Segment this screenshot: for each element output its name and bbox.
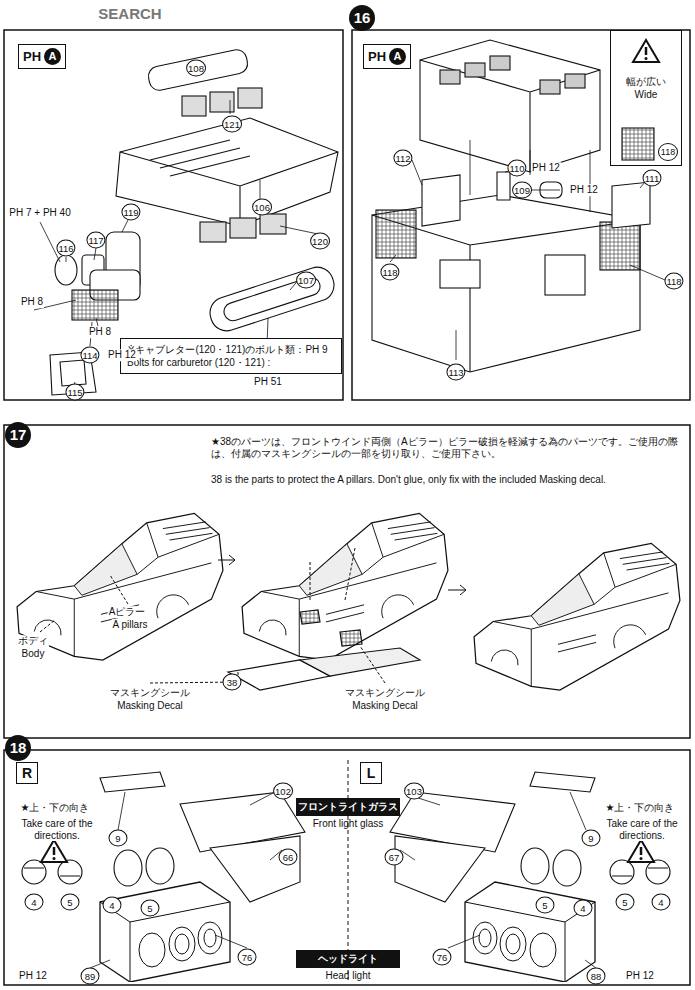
node-text: Head light (296, 968, 400, 981)
node-text: PH (368, 49, 386, 64)
part-label: ★上・下の向き (20, 802, 91, 814)
part-band: フロントライトガラスFront light glass (296, 798, 400, 829)
callout-number: 76 (238, 949, 257, 966)
callout-number: 5 (141, 900, 160, 917)
node-text: A (44, 48, 61, 65)
part-label: マスキングシール (344, 687, 426, 699)
warning-box: 幅が広いWide 118 (610, 30, 682, 166)
part-band: ヘッドライトHead light (296, 950, 400, 981)
callout-number: 112 (393, 150, 412, 167)
callout-number: 89 (81, 968, 100, 985)
node-text: R (17, 765, 37, 781)
callout-number: 117 (86, 232, 105, 249)
callout-number: 120 (310, 233, 330, 250)
part-label: ★38のパーツは、フロントウインド両側（Aピラー）ピラー破損を軽減する為のパーツ… (210, 436, 687, 459)
callout-number: 4 (652, 894, 671, 911)
part-label: Masking Decal (351, 700, 419, 712)
callout-number: 103 (404, 783, 424, 800)
node-text: ※キャブレター(120・121)のボルト類：PH 9 (127, 343, 335, 356)
node-text: L (361, 765, 381, 781)
callout-number: 109 (512, 182, 532, 199)
part-label: PH 12 (531, 162, 561, 174)
node-text: 幅が広い (614, 75, 678, 89)
node-text: ヘッドライト (296, 950, 400, 968)
part-label: PH 12 (18, 970, 48, 982)
callout-number: 118 (380, 264, 399, 281)
callout-number: 118 (664, 273, 683, 290)
part-label: Take care of the directions. (605, 818, 679, 841)
step-number: 18 (5, 735, 31, 761)
part-label: PH 12 (625, 970, 655, 982)
callout-number: 113 (446, 364, 465, 381)
node-text: PH (23, 49, 41, 64)
callout-number: 38 (223, 674, 242, 691)
callout-number: 102 (273, 783, 293, 800)
node-text: 18 (5, 735, 31, 761)
callout-number: 111 (643, 170, 662, 187)
node-text: A (389, 48, 406, 65)
watermark: SEARCH (97, 5, 162, 22)
node-text: Bolts for carburetor (120・121) : (127, 356, 335, 369)
step-number: 16 (349, 5, 375, 31)
part-label: Masking Decal (116, 700, 184, 712)
node-text: Wide (614, 89, 678, 100)
callout-number: 76 (433, 949, 452, 966)
part-label: PH 51 (253, 376, 283, 388)
part-label: ボディ (17, 635, 49, 647)
part-label: PH 12 (569, 184, 599, 196)
callout-number: 115 (65, 384, 84, 401)
callout-number: 108 (186, 60, 206, 77)
callout-number: 67 (385, 849, 404, 866)
callout-number: 4 (574, 900, 593, 917)
callout-number: 110 (507, 160, 526, 177)
node-text: 16 (349, 5, 375, 31)
parts-sheet-tag: PHA (18, 44, 66, 69)
part-label: Aピラー (108, 606, 147, 618)
callout-number: 119 (121, 204, 140, 221)
part-label: ★上・下の向き (605, 802, 676, 814)
part-label: PH 8 (88, 326, 112, 338)
callout-number: 4 (103, 897, 122, 914)
callout-number: 4 (25, 894, 44, 911)
callout-number: 66 (279, 849, 298, 866)
node-text: 17 (5, 422, 31, 448)
callout-number: 9 (582, 830, 601, 847)
callout-number: 9 (109, 830, 128, 847)
callout-number: 5 (61, 894, 80, 911)
node-text: Front light glass (296, 816, 400, 829)
callout-number: 88 (587, 968, 606, 985)
part-label: PH 7 + PH 40 (8, 207, 71, 219)
step-number: 17 (5, 422, 31, 448)
side-tag: L (360, 762, 382, 784)
note-box: ※キャブレター(120・121)のボルト類：PH 9Bolts for carb… (120, 338, 342, 374)
part-label: PH 8 (20, 296, 44, 308)
callout-number: 107 (296, 272, 316, 289)
part-label: マスキングシール (109, 687, 191, 699)
parts-sheet-tag: PHA (363, 44, 411, 69)
node-text: フロントライトガラス (296, 798, 400, 816)
callout-number: 116 (56, 240, 75, 257)
part-label: Body (21, 648, 46, 660)
node-text: 118 (658, 143, 678, 161)
callout-number: 121 (222, 116, 242, 133)
callout-number: 5 (616, 894, 635, 911)
callout-number: 106 (252, 199, 272, 216)
callout-number: 114 (80, 347, 99, 364)
callout-number: 5 (536, 897, 555, 914)
part-label: 38 is the parts to protect the A pillars… (210, 474, 687, 486)
side-tag: R (16, 762, 38, 784)
part-label: A pillars (111, 619, 148, 631)
part-label: Take care of the directions. (20, 818, 94, 841)
part-label: PH 12 (107, 349, 137, 361)
